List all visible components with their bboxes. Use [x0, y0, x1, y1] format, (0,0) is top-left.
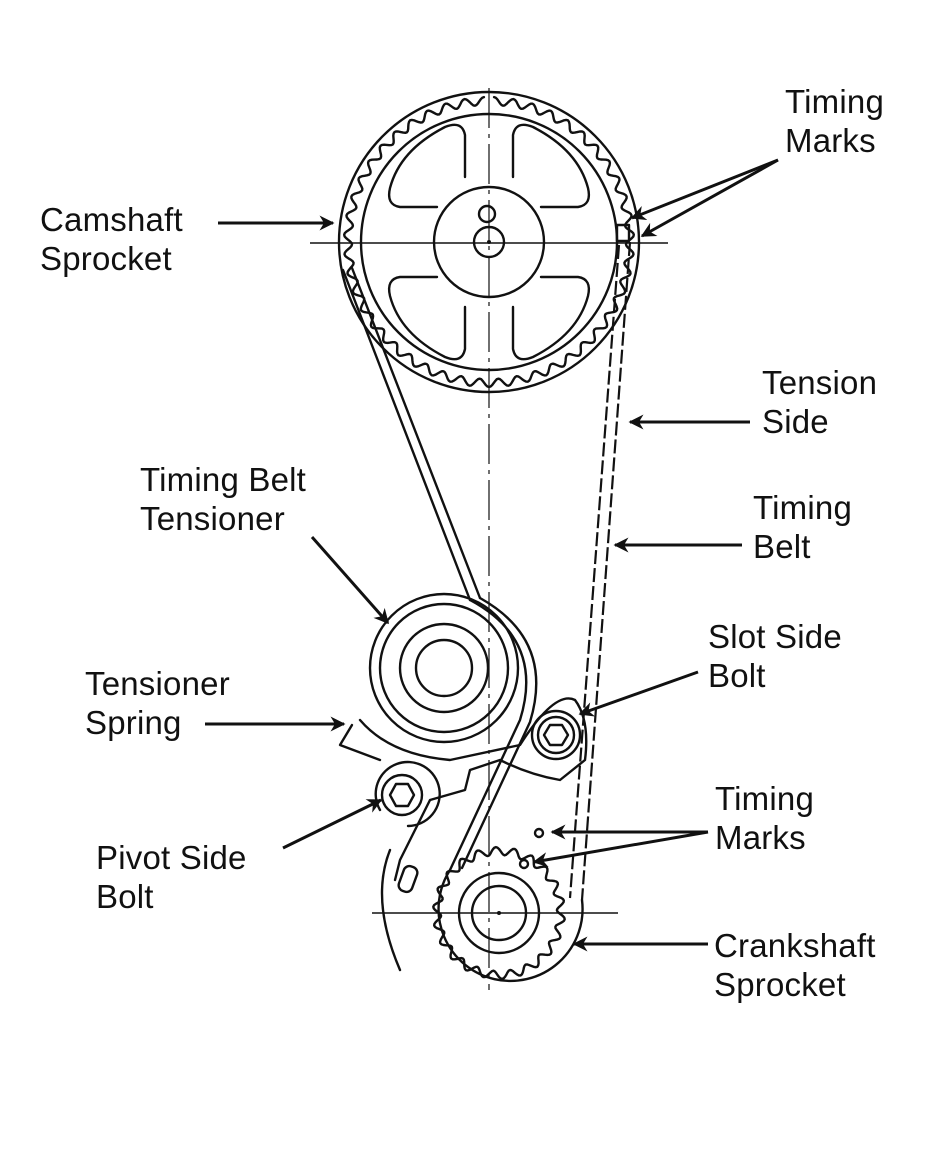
label-line: Sprocket	[40, 240, 172, 277]
slot-bolt-hex	[542, 723, 570, 747]
label-line: Tensioner	[140, 500, 285, 537]
label-line: Side	[762, 403, 829, 440]
label-line: Tensioner	[85, 665, 230, 702]
belt-tension-side-outer	[580, 241, 632, 901]
label-line: Crankshaft	[714, 927, 876, 964]
arrow-timing-marks-top-2	[640, 158, 779, 238]
camshaft-teeth	[343, 95, 635, 389]
camshaft-spoke-window-ul	[387, 123, 467, 209]
label-line: Tension	[762, 364, 878, 401]
tensioner-hub	[414, 638, 474, 698]
tensioner-pulley	[378, 602, 510, 734]
label-slot-side-bolt: Slot Side Bolt	[708, 617, 842, 695]
label-tensioner-spring: Tensioner Spring	[85, 664, 230, 742]
label-line: Belt	[753, 528, 811, 565]
label-line: Marks	[785, 122, 876, 159]
slot-side-bolt	[530, 709, 582, 761]
arrow-pivot-side-bolt	[282, 798, 383, 850]
camshaft-timing-mark	[615, 223, 631, 243]
label-timing-belt-tensioner: Timing Belt Tensioner	[140, 460, 306, 538]
engine-outline	[380, 848, 402, 972]
camshaft-bore	[472, 225, 506, 259]
label-line: Timing	[715, 780, 814, 817]
slot-bolt-washer	[530, 709, 582, 761]
label-timing-marks-bottom: Timing Marks	[715, 779, 814, 857]
arrow-tensioner	[310, 536, 390, 625]
crankshaft-teeth	[432, 845, 566, 981]
label-tension-side: Tension Side	[762, 363, 877, 441]
camshaft-center-dot	[487, 240, 491, 244]
timing-belt-tensioner	[338, 592, 588, 972]
label-line: Bolt	[96, 878, 154, 915]
label-line: Timing	[753, 489, 852, 526]
pivot-bolt-hex	[388, 782, 416, 808]
arrow-timing-marks-bottom-2	[532, 830, 709, 868]
label-line: Timing Belt	[140, 461, 307, 498]
label-line: Bolt	[708, 657, 766, 694]
crankshaft-hub	[457, 871, 541, 955]
belt-tension-side-inner	[568, 244, 621, 899]
tensioner-spring	[338, 723, 382, 762]
camshaft-dowel-pin	[477, 204, 497, 224]
tensioner-bracket	[358, 697, 588, 882]
label-pivot-side-bolt: Pivot Side Bolt	[96, 838, 247, 916]
crankshaft-bore	[470, 884, 528, 942]
camshaft-spoke-window-ll	[387, 275, 467, 361]
label-line: Slot Side	[708, 618, 842, 655]
label-line: Pivot Side	[96, 839, 247, 876]
label-line: Marks	[715, 819, 806, 856]
camshaft-spoke-window-ur	[511, 123, 591, 209]
arrow-slot-side-bolt	[578, 670, 699, 717]
tensioner-outer-ring	[368, 592, 520, 744]
label-timing-marks-top: Timing Marks	[785, 82, 884, 160]
pivot-bolt-washer	[380, 773, 424, 817]
crankshaft-center-dot	[497, 911, 501, 915]
label-line: Sprocket	[714, 966, 846, 1003]
label-line: Camshaft	[40, 201, 183, 238]
slot-bolt-head	[536, 715, 576, 755]
crank-timing-mark-lower	[518, 858, 530, 870]
belt-slack-side-inner	[350, 266, 482, 600]
belt-tensioner-wrap-inner	[460, 596, 538, 870]
camshaft-hub	[432, 185, 546, 299]
belt-slack-side-outer	[341, 268, 472, 602]
crankshaft-sprocket	[432, 827, 566, 981]
label-timing-belt: Timing Belt	[753, 488, 852, 566]
camshaft-belt-outer	[337, 90, 641, 394]
label-line: Timing	[785, 83, 884, 120]
camshaft-spoke-window-lr	[511, 275, 591, 361]
label-camshaft-sprocket: Camshaft Sprocket	[40, 200, 183, 278]
label-line: Spring	[85, 704, 182, 741]
leader-arrows	[205, 158, 779, 952]
camshaft-sprocket	[337, 90, 641, 394]
pivot-side-bolt	[374, 760, 441, 828]
label-crankshaft-sprocket: Crankshaft Sprocket	[714, 926, 876, 1004]
tensioner-bearing	[398, 622, 490, 714]
tensioner-slot	[397, 864, 419, 894]
pivot-bolt-boss	[374, 760, 441, 828]
belt-tensioner-wrap-outer	[448, 598, 528, 872]
crank-timing-mark-upper	[533, 827, 545, 839]
timing-belt	[341, 241, 632, 983]
arrow-timing-marks-top-1	[630, 158, 779, 220]
